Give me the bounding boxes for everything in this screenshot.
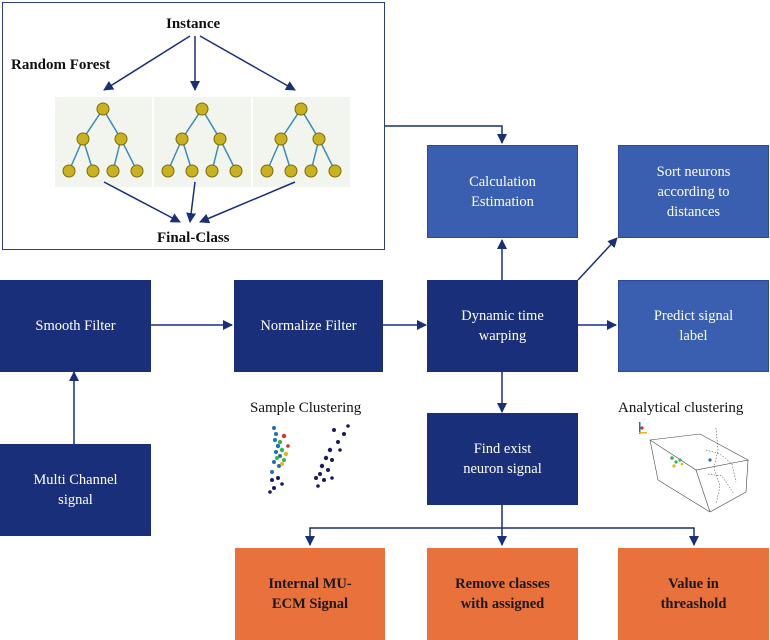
- smooth-filter-box: Smooth Filter: [0, 280, 151, 372]
- tree-icon: [62, 102, 144, 178]
- predict-signal-label-box: Predict signal label: [618, 280, 769, 372]
- decision-tree-1: [55, 97, 152, 187]
- final-class-label: Final-Class: [157, 230, 230, 246]
- multi-channel-signal-box: Multi Channel signal: [0, 444, 151, 536]
- calculation-estimation-box: Calculation Estimation: [427, 145, 578, 238]
- analytical-clustering-caption: Analytical clustering: [618, 400, 744, 416]
- internal-mu-ecm-signal-box: Internal MU-ECM Signal: [235, 548, 385, 640]
- normalize-filter-box: Normalize Filter: [234, 280, 383, 372]
- decision-tree-2: [154, 97, 251, 187]
- value-in-threshold-box: Value in threashold: [618, 548, 769, 640]
- sort-neurons-box: Sort neurons according to distances: [618, 145, 769, 238]
- tree-icon: [260, 102, 342, 178]
- dynamic-time-warping-box: Dynamic time warping: [427, 280, 578, 372]
- analytical-clustering-image: [639, 422, 749, 513]
- remove-classes-box: Remove classes with assigned: [427, 548, 578, 640]
- find-neuron-signal-box: Find exist neuron signal: [427, 413, 578, 505]
- instance-label: Instance: [166, 16, 221, 32]
- sample-clustering-caption: Sample Clustering: [250, 400, 362, 416]
- sample-clustering-image: [268, 424, 350, 494]
- tree-icon: [161, 102, 243, 178]
- random-forest-label: Random Forest: [11, 57, 111, 73]
- decision-tree-3: [253, 97, 350, 187]
